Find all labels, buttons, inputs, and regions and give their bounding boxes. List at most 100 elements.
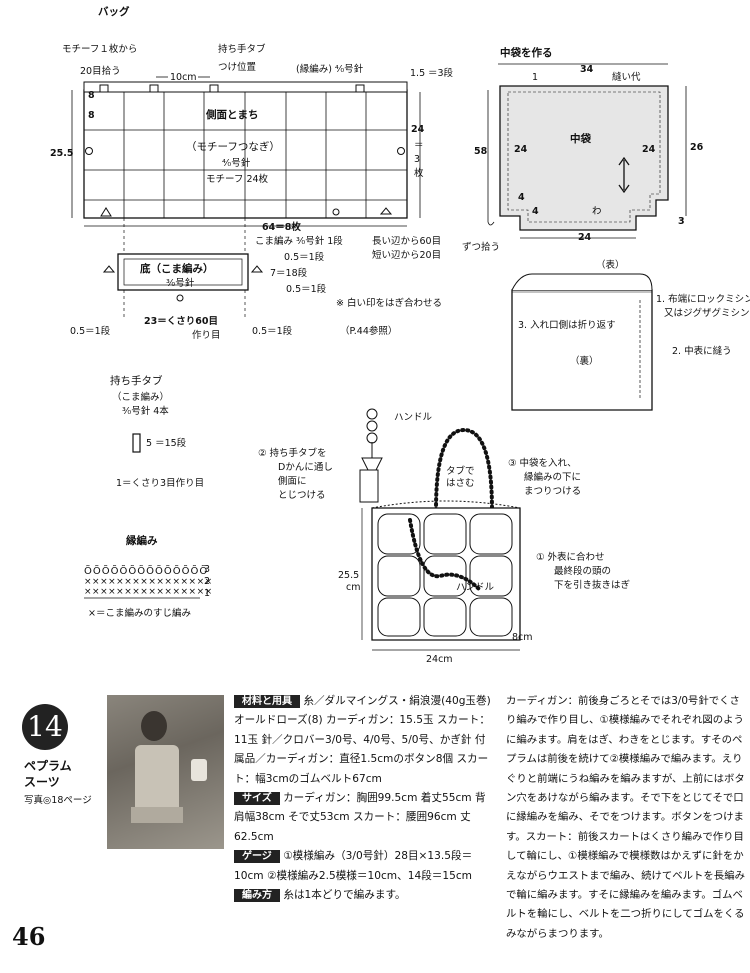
row-0-5-a: 0.5＝1段 — [284, 251, 325, 263]
inner-m3: 3 — [678, 216, 685, 227]
model-photo — [107, 695, 224, 849]
inner-b24: 24 — [578, 232, 592, 243]
side-note-2: ⁴⁄₀号針 — [222, 157, 251, 169]
side-note-3: モチーフ 24枚 — [206, 173, 269, 185]
photo-ref: 写真◎18ページ — [24, 795, 92, 806]
inner-seam: 縫い代 — [612, 71, 641, 83]
step1-2: 最終段の頭の — [554, 565, 611, 577]
sew-front: （表） — [596, 259, 625, 271]
step2-2: Dかんに通し — [278, 462, 333, 473]
assembly-handle: ハンドル — [394, 412, 433, 423]
pattern-number-badge: 14 — [22, 704, 68, 750]
bag-pickup-note-1: モチーフ１枚から — [62, 43, 137, 55]
edging-title: 縁編み — [126, 534, 158, 547]
edging-r1: 1 — [204, 588, 210, 599]
step2-4: とじつける — [278, 490, 326, 501]
assembly-w: 24cm — [426, 654, 453, 665]
base-long: 長い辺から60目 — [372, 236, 441, 247]
pattern-name-2: スーツ — [24, 775, 60, 789]
inner-l24: 24 — [514, 144, 528, 155]
inner-sew-shape — [511, 273, 653, 411]
inner-m4b: 4 — [532, 206, 539, 217]
tab-shape — [132, 433, 141, 453]
height-25-5: 25.5 — [50, 148, 73, 159]
tag-size: サイズ — [234, 792, 280, 806]
step2-1: ② 持ち手タブを — [258, 447, 327, 459]
inner-w34: 34 — [580, 64, 594, 75]
inner-m1: 1 — [532, 72, 538, 83]
pattern-left-text: 材料と用具 糸／ダルマイングス・絹浪漫(40g玉巻) オールドローズ(8) カー… — [234, 692, 496, 905]
edging-legend: ×＝こま編みのすじ編み — [88, 607, 191, 619]
base-title: 底（こま編み） — [140, 262, 214, 275]
height-24: 24 — [411, 124, 425, 135]
edging-r3: 3 — [204, 564, 210, 575]
bag-pickup-note-2: 20目拾う — [80, 65, 121, 77]
tab-position-note-2: つけ位置 — [218, 61, 256, 73]
dim-1-5: 1.5 — [410, 68, 425, 79]
bag-title: バッグ — [98, 5, 130, 18]
ref-note-1: ※ 白い印をはぎ合わせる — [336, 297, 442, 309]
height-24-pcs: 枚 — [414, 167, 424, 179]
step1-3: 下を引き抜きはぎ — [554, 579, 631, 591]
tab-hold-2: はさむ — [446, 478, 475, 489]
sew-step-1a: 1. 布端にロックミシン — [656, 293, 750, 305]
inner-m4a: 4 — [518, 192, 525, 203]
assembly-d: 8cm — [512, 632, 533, 643]
side-note-1: （モチーフつなぎ） — [186, 140, 280, 153]
assembly-handle-2: ハンドル — [456, 582, 495, 593]
edging-chart: ÕÕÕÕÕÕÕÕÕÕÕÕÕÕ ×××××××××××××××× ××××××××… — [84, 564, 213, 599]
svg-text:××××××××××××××××: ×××××××××××××××× — [84, 587, 213, 597]
svg-text:ÕÕÕÕÕÕÕÕÕÕÕÕÕÕ: ÕÕÕÕÕÕÕÕÕÕÕÕÕÕ — [84, 564, 208, 577]
pattern-right-text: カーディガン：前後身ごろとそでは3/0号針でくさり編みで作り目し、①模様編みでそ… — [506, 695, 745, 940]
inner-bag-shape — [487, 85, 687, 239]
sew-step-1b: 又はジグザグミシン — [664, 307, 750, 319]
tab-position-note-1: 持ち手タブ — [218, 43, 266, 55]
dim-10cm: 10cm — [170, 72, 197, 83]
tab-title: 持ち手タブ — [110, 374, 163, 387]
materials-text: 糸／ダルマイングス・絹浪漫(40g玉巻) オールドローズ(8) カーディガン：1… — [234, 695, 491, 785]
tab-sub: （こま編み） — [112, 391, 169, 403]
step2-3: 側面に — [278, 475, 307, 487]
page-number: 46 — [12, 922, 46, 951]
dim-1-5-rows: ＝3段 — [428, 67, 454, 79]
row-0-5-b: 0.5＝1段 — [286, 283, 327, 295]
base-right: 0.5＝1段 — [252, 325, 293, 337]
inner-wa: わ — [592, 206, 602, 217]
edging-r2: 2 — [204, 576, 210, 587]
step3-1: ③ 中袋を入れ、 — [508, 457, 577, 469]
svg-text:××××××××××××××××: ×××××××××××××××× — [84, 577, 213, 587]
row-7: 7＝18段 — [270, 267, 308, 279]
base-panel — [102, 253, 264, 302]
tag-materials: 材料と用具 — [234, 695, 300, 708]
base-bottom: 23＝くさり60目 — [144, 316, 218, 327]
method-text: 糸は1本どりで編みます。 — [283, 889, 406, 902]
assembly-h: 25.5 — [338, 570, 359, 581]
mark-8a: 8 — [88, 90, 95, 101]
size-text: カーディガン：胸囲99.5cm 着丈55cm 背肩幅38cm そで丈53cm ス… — [234, 792, 486, 843]
side-panel — [83, 81, 408, 219]
assembly-h-unit: cm — [346, 582, 360, 593]
height-24-3: 3 — [414, 154, 420, 165]
assembly-illustration — [359, 408, 521, 651]
gauge-text: ①模様編み（3/0号針）28目×13.5段＝10cm ②模様編み2.5模様＝10… — [234, 850, 473, 882]
step1-1: ① 外表に合わせ — [536, 551, 605, 563]
tab-rows: 5 ＝15段 — [146, 437, 187, 449]
sew-back: （裏） — [570, 355, 599, 367]
inner-h58: 58 — [474, 146, 488, 157]
base-bottom-2: 作り目 — [192, 329, 221, 341]
tab-hold-1: タブで — [446, 465, 475, 477]
base-left: 0.5＝1段 — [70, 325, 111, 337]
ref-note-2: （P.44参照） — [340, 325, 397, 337]
step3-3: まつりつける — [524, 486, 581, 497]
height-24-eq: ＝ — [414, 140, 424, 151]
pattern-name-1: ペプラム — [24, 759, 72, 773]
tab-hook: ³⁄₀号針 4本 — [122, 405, 169, 417]
inner-title: 中袋を作る — [500, 46, 553, 59]
tab-chain: 1＝くさり3目作り目 — [116, 477, 204, 489]
sew-step-2: 2. 中表に縫う — [672, 345, 732, 357]
base-hook: ³⁄₀号針 — [166, 277, 195, 289]
width-64: 64＝8枚 — [262, 221, 301, 233]
edge-note: (縁編み) ⁴⁄₀号針 — [296, 63, 364, 75]
base-pick: ずつ拾う — [462, 241, 500, 253]
side-title: 側面とまち — [205, 108, 259, 121]
